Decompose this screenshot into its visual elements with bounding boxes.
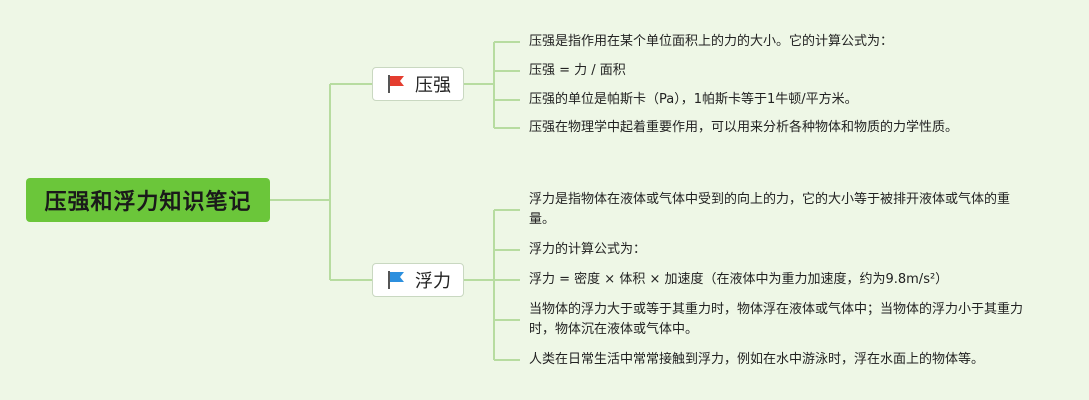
branch-label-pressure: 压强	[415, 75, 451, 96]
pressure-item-2[interactable]: 压强 = 力 / 面积	[529, 63, 626, 78]
blue-flag-icon	[388, 271, 404, 289]
pressure-item-4[interactable]: 压强在物理学中起着重要作用，可以用来分析各种物体和物质的力学性质。	[529, 120, 959, 135]
branch-node-buoyancy[interactable]: 浮力	[372, 263, 464, 297]
branch-label-buoyancy: 浮力	[415, 271, 451, 292]
branch-node-pressure[interactable]: 压强	[372, 67, 464, 101]
root-title: 压强和浮力知识笔记	[44, 190, 252, 215]
buoyancy-item-5[interactable]: 人类在日常生活中常常接触到浮力，例如在水中游泳时，浮在水面上的物体等。	[529, 352, 985, 367]
pressure-item-3[interactable]: 压强的单位是帕斯卡（Pa），1帕斯卡等于1牛顿/平方米。	[529, 92, 858, 107]
buoyancy-item-2[interactable]: 浮力的计算公式为：	[529, 242, 647, 257]
buoyancy-item-3[interactable]: 浮力 = 密度 × 体积 × 加速度（在液体中为重力加速度，约为9.8m/s²）	[529, 272, 949, 287]
buoyancy-item-4[interactable]: 当物体的浮力大于或等于其重力时，物体浮在液体或气体中；当物体的浮力小于其重力时，…	[529, 302, 1024, 337]
root-node[interactable]: 压强和浮力知识笔记	[26, 178, 270, 222]
pressure-item-1[interactable]: 压强是指作用在某个单位面积上的力的大小。它的计算公式为：	[529, 34, 894, 49]
buoyancy-item-1[interactable]: 浮力是指物体在液体或气体中受到的向上的力，它的大小等于被排开液体或气体的重量。	[529, 192, 1011, 227]
red-flag-icon	[388, 75, 404, 93]
